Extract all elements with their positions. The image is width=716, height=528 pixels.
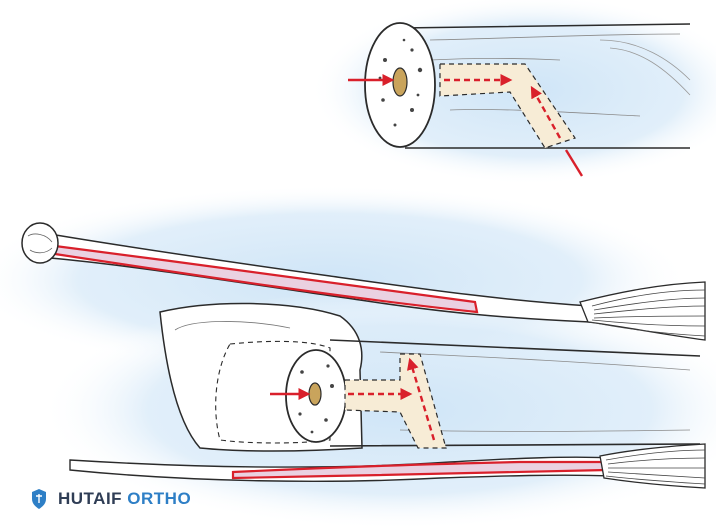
top-tunnel-entry (392, 67, 408, 97)
top-graft-tunnel (439, 63, 576, 149)
top-bone-shaft (399, 23, 691, 149)
bottom-tendon (69, 443, 706, 489)
lower-bone-detail (159, 302, 701, 452)
watermark-word-ortho: ORTHO (127, 489, 192, 508)
top-oblique-arrow-outer (564, 149, 584, 177)
watermark-word-hutaif: HUTAIF (58, 489, 123, 508)
lower-tunnel-entry (308, 382, 322, 406)
middle-tendon (21, 222, 706, 341)
lower-graft-tunnel (344, 353, 447, 449)
watermark: HUTAIF ORTHO (30, 488, 191, 510)
shield-logo-icon (32, 489, 46, 509)
lower-oblique-arrow (407, 357, 436, 441)
top-bone-detail (348, 22, 691, 177)
lower-bone-shaft (329, 339, 701, 447)
lower-dashed-outline (215, 340, 331, 444)
middle-tendon-stump (21, 222, 59, 264)
